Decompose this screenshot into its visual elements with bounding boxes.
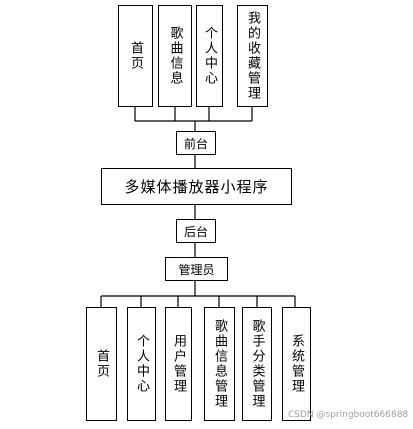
bottom-module-personal-center-label: 个人中心	[134, 334, 149, 394]
bottom-module-song-info-management-label: 歌曲信息管理	[212, 319, 227, 409]
admin-node: 管理员	[165, 257, 228, 281]
bottom-module-singer-category-management: 歌手分类管理	[242, 307, 272, 421]
backend-node: 后台	[176, 219, 216, 243]
frontend-node: 前台	[176, 131, 216, 155]
bottom-module-song-info-management: 歌曲信息管理	[204, 307, 235, 421]
admin-label: 管理员	[178, 262, 215, 277]
watermark: CSDN @springboot666888	[288, 410, 409, 420]
system-title: 多媒体播放器小程序	[124, 178, 269, 196]
bottom-module-user-management: 用户管理	[165, 307, 192, 421]
bottom-module-singer-category-management-label: 歌手分类管理	[249, 319, 265, 409]
bottom-module-system-management: 系统管理	[282, 307, 311, 421]
backend-label: 后台	[183, 224, 208, 239]
bottom-module-personal-center: 个人中心	[127, 307, 156, 421]
top-module-my-favorites: 我的收藏管理	[237, 5, 268, 107]
system-title-box: 多媒体播放器小程序	[101, 168, 292, 205]
bottom-module-system-management-label: 系统管理	[289, 334, 304, 394]
top-module-home-label: 首页	[128, 41, 143, 71]
top-module-personal-center: 个人中心	[196, 5, 223, 107]
frontend-label: 前台	[183, 136, 208, 151]
top-module-my-favorites-label: 我的收藏管理	[245, 11, 260, 101]
top-module-personal-center-label: 个人中心	[202, 26, 217, 86]
top-module-home: 首页	[118, 5, 153, 107]
top-module-song-info-label: 歌曲信息	[167, 26, 183, 86]
bottom-module-home-label: 首页	[94, 349, 109, 379]
bottom-module-home: 首页	[86, 307, 117, 421]
top-module-song-info: 歌曲信息	[158, 5, 192, 107]
bottom-module-user-management-label: 用户管理	[171, 334, 186, 394]
